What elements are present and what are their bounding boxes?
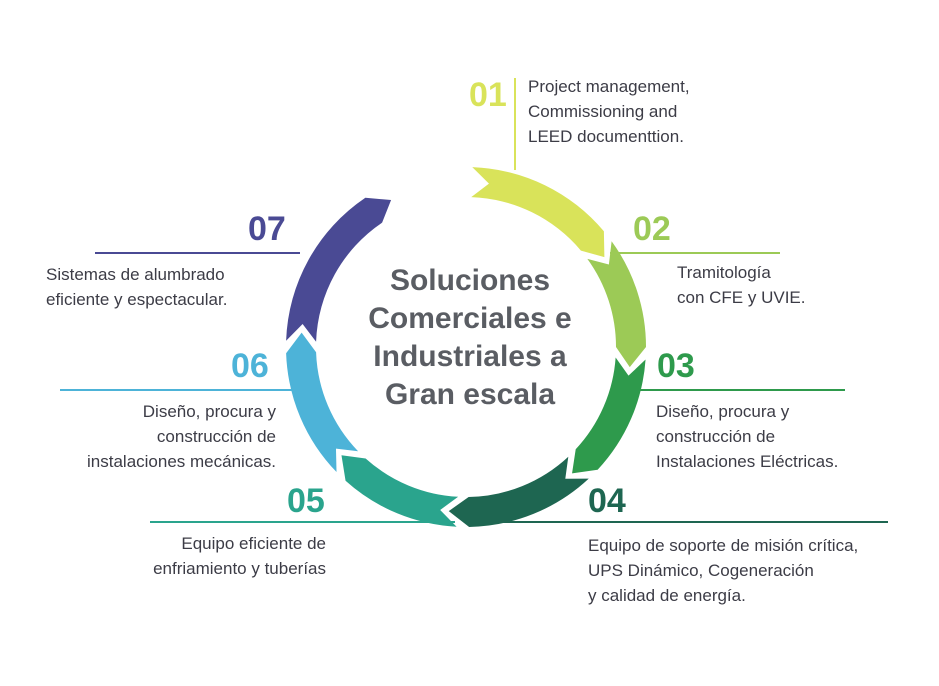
step-01-line: LEED documenttion.: [528, 127, 684, 146]
step-05-description: Equipo eficiente de enfriamiento y tuber…: [110, 531, 326, 581]
step-01-description: Project management, Commissioning and LE…: [528, 74, 690, 149]
step-05-line: enfriamiento y tuberías: [153, 559, 326, 578]
step-02-line: con CFE y UVIE.: [677, 288, 806, 307]
step-07-line: eficiente y espectacular.: [46, 290, 228, 309]
step-07-line: Sistemas de alumbrado: [46, 265, 225, 284]
step-06-line: instalaciones mecánicas.: [87, 452, 276, 471]
cycle-segment-1: [471, 167, 605, 258]
step-03-line: Diseño, procura y: [656, 402, 790, 421]
title-line: Gran escala: [384, 378, 556, 411]
step-04-line: y calidad de energía.: [588, 586, 746, 605]
step-03-description: Diseño, procura y construcción de Instal…: [656, 399, 838, 474]
step-05-line: Equipo eficiente de: [181, 534, 326, 553]
step-02-description: Tramitología con CFE y UVIE.: [677, 260, 805, 310]
cycle-segment-5: [341, 455, 459, 527]
step-05-number: 05: [287, 482, 325, 520]
step-04-number: 04: [588, 482, 626, 520]
step-04-line: UPS Dinámico, Cogeneración: [588, 561, 814, 580]
step-06-line: Diseño, procura y: [142, 402, 276, 421]
cycle-segment-7: [286, 197, 392, 342]
step-01-number: 01: [469, 76, 507, 114]
step-07-number: 07: [248, 210, 286, 248]
step-06-number: 06: [231, 347, 269, 385]
title-line: Comerciales e: [368, 302, 572, 335]
cycle-segment-3: [572, 357, 646, 474]
step-02-number: 02: [633, 210, 671, 248]
cycle-segment-4: [448, 456, 589, 527]
title-line: Soluciones: [389, 264, 551, 297]
step-06-description: Diseño, procura y construcción de instal…: [40, 399, 276, 474]
center-title: Soluciones Comerciales e Industriales a …: [340, 262, 600, 414]
step-01-line: Commissioning and: [528, 102, 678, 121]
step-04-description: Equipo de soporte de misión crítica, UPS…: [588, 533, 858, 608]
step-03-line: construcción de: [656, 427, 776, 446]
cycle-segment-2: [587, 241, 646, 368]
step-04-line: Equipo de soporte de misión crítica,: [588, 536, 859, 555]
step-06-line: construcción de: [156, 427, 276, 446]
cycle-segment-6: [286, 332, 359, 473]
step-03-line: Instalaciones Eléctricas.: [656, 452, 839, 471]
step-07-description: Sistemas de alumbrado eficiente y espect…: [46, 262, 227, 312]
step-01-line: Project management,: [528, 77, 690, 96]
step-03-number: 03: [657, 347, 695, 385]
title-line: Industriales a: [373, 340, 567, 373]
step-02-line: Tramitología: [677, 263, 771, 282]
